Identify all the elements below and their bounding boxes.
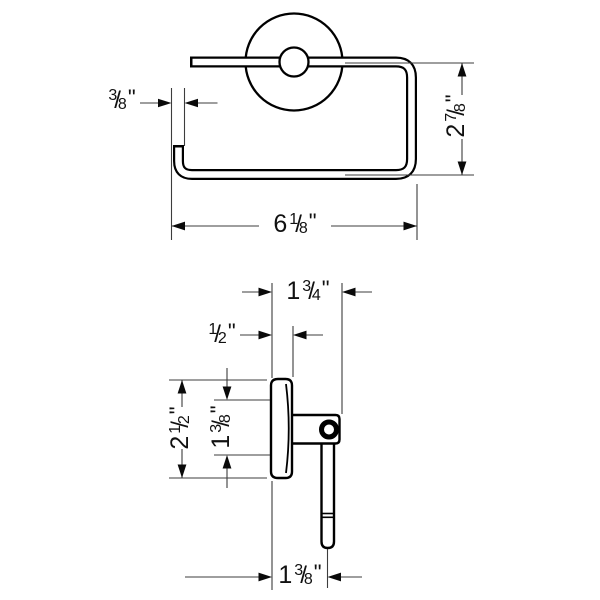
arrow-down-icon	[457, 161, 467, 175]
dim-whole: 1	[286, 276, 301, 305]
holder-arm-fill	[175, 58, 415, 178]
dim-label-front-post-width: 3/8"	[108, 84, 136, 114]
front-extension-lines	[140, 62, 474, 240]
dim-label-side-plate-height: 21/2"	[164, 406, 194, 450]
arrow-left-icon	[293, 330, 307, 340]
arrow-left-icon	[327, 572, 341, 582]
dim-label-side-inner-spacing: 13/8"	[205, 405, 235, 449]
inch-mark: "	[127, 84, 136, 110]
arrow-right-icon	[258, 330, 272, 340]
dim-denominator: 8	[298, 220, 308, 238]
dim-label-front-height: 27/8"	[440, 94, 470, 138]
dim-denominator: 8	[217, 414, 235, 424]
arrow-up-icon	[457, 63, 467, 77]
inch-mark: "	[313, 559, 322, 585]
arrow-down-icon	[222, 386, 232, 400]
dim-denominator: 4	[311, 287, 321, 305]
pivot-screw-ring	[319, 419, 339, 440]
dim-numerator: 3	[108, 86, 118, 104]
inch-mark: "	[227, 318, 236, 344]
dim-numerator: 1	[289, 210, 299, 228]
arrow-left-icon	[342, 287, 356, 297]
roll-pin-rod	[320, 440, 336, 550]
dim-numerator: 3	[294, 561, 304, 579]
fraction-slash: /	[114, 86, 121, 114]
side-extension-lines	[169, 283, 372, 590]
side-view	[269, 377, 341, 550]
plate-dome-contour	[285, 383, 290, 474]
dim-whole: 6	[273, 209, 288, 238]
arrow-left-icon	[171, 221, 185, 231]
fraction-slash: /	[295, 210, 302, 238]
dim-numerator: 3	[302, 277, 312, 295]
inch-mark: "	[440, 94, 466, 103]
fraction-slash: /	[308, 277, 315, 305]
dim-whole: 1	[206, 434, 235, 449]
arrow-down-icon	[177, 464, 187, 478]
arrow-right-icon	[258, 287, 272, 297]
dim-denominator: 8	[303, 571, 313, 589]
dim-denominator: 8	[452, 103, 470, 113]
pivot-hub-circle	[278, 46, 310, 78]
inch-mark: "	[205, 405, 231, 414]
dim-denominator: 2	[176, 415, 194, 425]
dim-whole: 2	[441, 123, 470, 138]
front-view	[173, 12, 417, 180]
dim-denominator: 8	[117, 96, 127, 114]
dim-denominator: 2	[217, 330, 227, 348]
front-dim-arrows	[158, 63, 467, 231]
arrow-up-icon	[177, 380, 187, 394]
fraction-slash: /	[214, 320, 221, 348]
wall-plate	[269, 377, 294, 480]
arrow-left-icon	[184, 98, 198, 108]
inch-mark: "	[308, 208, 317, 234]
dim-numerator: 1	[208, 320, 218, 338]
arrow-right-icon	[403, 221, 417, 231]
arrow-right-icon	[258, 572, 272, 582]
dim-whole: 1	[278, 560, 293, 589]
arrow-right-icon	[158, 98, 172, 108]
inch-mark: "	[164, 406, 190, 415]
fraction-slash: /	[300, 561, 307, 589]
dim-label-side-plate-thickness: 1/2"	[208, 318, 236, 348]
side-dim-arrows	[177, 287, 356, 582]
arrow-up-icon	[222, 455, 232, 469]
inch-mark: "	[321, 275, 330, 301]
dim-whole: 2	[165, 435, 194, 450]
